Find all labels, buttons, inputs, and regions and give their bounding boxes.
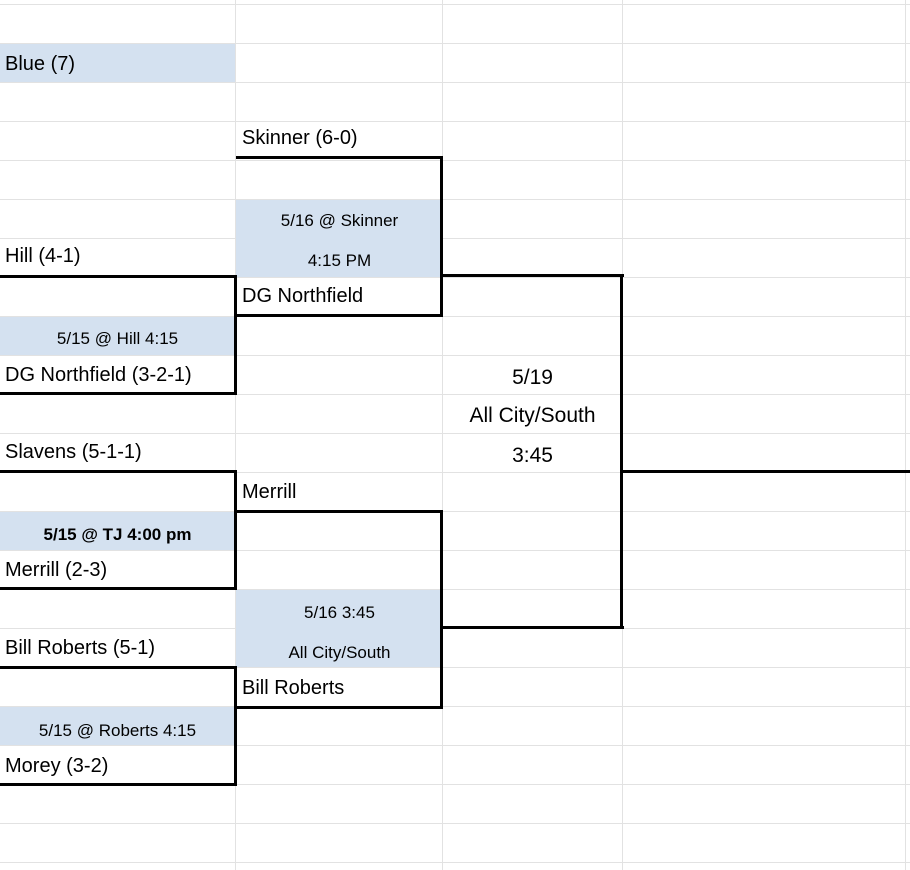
bracket-line: [0, 392, 237, 395]
row-divider: [0, 433, 910, 434]
team-cell[interactable]: DG Northfield: [242, 285, 364, 307]
row-divider: [0, 277, 910, 278]
final-location[interactable]: All City/South: [469, 404, 596, 427]
team-cell[interactable]: Morey (3-2): [5, 755, 109, 777]
row-divider: [0, 355, 910, 356]
bracket-line: [0, 275, 237, 278]
row-divider: [0, 316, 910, 317]
highlight-cell: [236, 200, 442, 277]
bracket-line: [236, 706, 443, 709]
game-info-cell[interactable]: 5/15 @ TJ 4:00 pm: [43, 525, 192, 544]
highlight-cell: [236, 590, 442, 667]
bracket-line: [234, 470, 237, 590]
bracket-line: [236, 510, 443, 513]
row-divider: [0, 823, 910, 824]
bracket-line: [440, 510, 443, 709]
row-divider: [0, 862, 910, 863]
game-info-cell[interactable]: 5/16 3:45: [304, 603, 375, 622]
row-divider: [0, 238, 910, 239]
column-divider: [905, 0, 906, 870]
highlight-cell: [0, 317, 235, 355]
bracket-line: [234, 666, 237, 786]
row-divider: [0, 121, 910, 122]
game-location-cell[interactable]: All City/South: [288, 643, 391, 662]
row-divider: [0, 4, 910, 5]
row-divider: [0, 589, 910, 590]
team-cell[interactable]: Bill Roberts: [242, 677, 345, 699]
team-cell[interactable]: Bill Roberts (5-1): [5, 637, 156, 659]
bracket-line: [440, 156, 443, 317]
highlight-cell: [0, 44, 235, 82]
bracket-line: [0, 470, 237, 473]
game-info-cell[interactable]: 5/15 @ Roberts 4:15: [38, 721, 197, 740]
bracket-line: [236, 314, 443, 317]
bracket-line: [620, 274, 623, 629]
bracket-line: [0, 587, 237, 590]
row-divider: [0, 43, 910, 44]
column-divider: [235, 0, 236, 870]
row-divider: [0, 472, 910, 473]
group-label: Blue (7): [5, 53, 76, 75]
team-cell[interactable]: Slavens (5-1-1): [5, 441, 142, 463]
bracket-line: [440, 274, 624, 277]
row-divider: [0, 706, 910, 707]
final-date[interactable]: 5/19: [512, 366, 553, 389]
row-divider: [0, 511, 910, 512]
team-cell[interactable]: Hill (4-1): [5, 245, 81, 267]
bracket-line: [620, 470, 910, 473]
row-divider: [0, 82, 910, 83]
row-divider: [0, 784, 910, 785]
team-cell[interactable]: DG Northfield (3-2-1): [5, 364, 192, 386]
bracket-line: [0, 666, 237, 669]
game-time-cell[interactable]: 4:15 PM: [307, 251, 372, 270]
row-divider: [0, 199, 910, 200]
column-divider: [442, 0, 443, 870]
bracket-line: [0, 783, 237, 786]
team-cell[interactable]: Merrill (2-3): [5, 559, 108, 581]
bracket-line: [236, 156, 443, 159]
game-info-cell[interactable]: 5/16 @ Skinner: [280, 211, 399, 230]
row-divider: [0, 160, 910, 161]
final-time[interactable]: 3:45: [512, 444, 553, 467]
bracket-line: [440, 626, 624, 629]
bracket-line: [234, 275, 237, 395]
game-info-cell[interactable]: 5/15 @ Hill 4:15: [56, 329, 179, 348]
row-divider: [0, 394, 910, 395]
highlight-cell: [0, 707, 235, 745]
highlight-cell: [0, 512, 235, 550]
row-divider: [0, 550, 910, 551]
row-divider: [0, 745, 910, 746]
team-cell[interactable]: Skinner (6-0): [242, 127, 358, 149]
row-divider: [0, 667, 910, 668]
team-cell[interactable]: Merrill: [242, 481, 297, 503]
